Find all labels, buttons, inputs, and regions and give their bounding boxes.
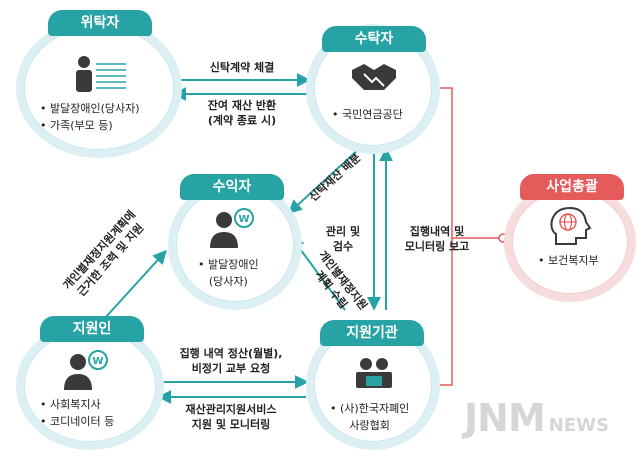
beneficiary-item-text: 발달장애인 (당사자) <box>208 258 259 288</box>
trustor-item: 가족(부모 등) <box>40 117 140 134</box>
node-general <box>504 182 636 302</box>
person-chat-icon: W <box>210 208 254 248</box>
tab-trustee: 수탁자 <box>322 26 426 52</box>
trustee-items: 국민연금공단 <box>332 106 403 123</box>
supporter-item: 사회복지사 <box>40 396 114 413</box>
arrow-distribution <box>287 147 361 214</box>
label-contract: 신탁계약 체결 <box>209 61 275 74</box>
person-chat-icon: W <box>64 350 108 390</box>
tab-agency: 지원기관 <box>320 320 424 346</box>
tab-trustor: 위탁자 <box>48 10 152 36</box>
general-items: 보건복지부 <box>538 252 599 269</box>
svg-text:W: W <box>92 356 103 367</box>
red-connector <box>430 87 453 386</box>
label-manage: 관리 및 검수 <box>325 225 361 253</box>
arrow-plan-support <box>104 249 167 319</box>
watermark-brand: JNM <box>464 396 546 440</box>
label-service: 재산관리지원서비스 지원 및 모니터링 <box>185 403 277 431</box>
trustor-item: 발달장애인(당사자) <box>40 100 140 117</box>
trustor-items: 발달장애인(당사자) 가족(부모 등) <box>40 100 140 134</box>
label-report: 집행내역 및 모니터링 보고 <box>404 225 470 253</box>
person-network-icon <box>76 56 126 92</box>
beneficiary-item: • 발달장애인 (당사자) <box>198 258 259 288</box>
svg-text:W: W <box>238 214 249 225</box>
tab-general: 사업총괄 <box>520 174 624 200</box>
tab-beneficiary: 수익자 <box>180 174 284 200</box>
agency-item: • (사)한국자폐인 사랑협회 <box>330 402 410 432</box>
people-laptop-icon <box>356 358 392 388</box>
watermark-suffix: NEWS <box>548 415 609 436</box>
tab-supporter: 지원인 <box>40 316 144 342</box>
handshake-icon <box>352 64 396 90</box>
agency-item-text: (사)한국자폐인 사랑협회 <box>340 402 410 432</box>
label-return: 잔여 재산 반환 (계약 종료 시) <box>207 99 277 127</box>
supporter-item: 코디네이터 등 <box>40 413 114 430</box>
supporter-items: 사회복지사 코디네이터 등 <box>40 396 114 430</box>
label-settlement: 집행 내역 정산(월별), 비정기 교부 요청 <box>179 347 283 375</box>
head-globe-icon <box>550 206 592 245</box>
trustee-item: 국민연금공단 <box>332 106 403 123</box>
general-item: 보건복지부 <box>538 252 599 269</box>
